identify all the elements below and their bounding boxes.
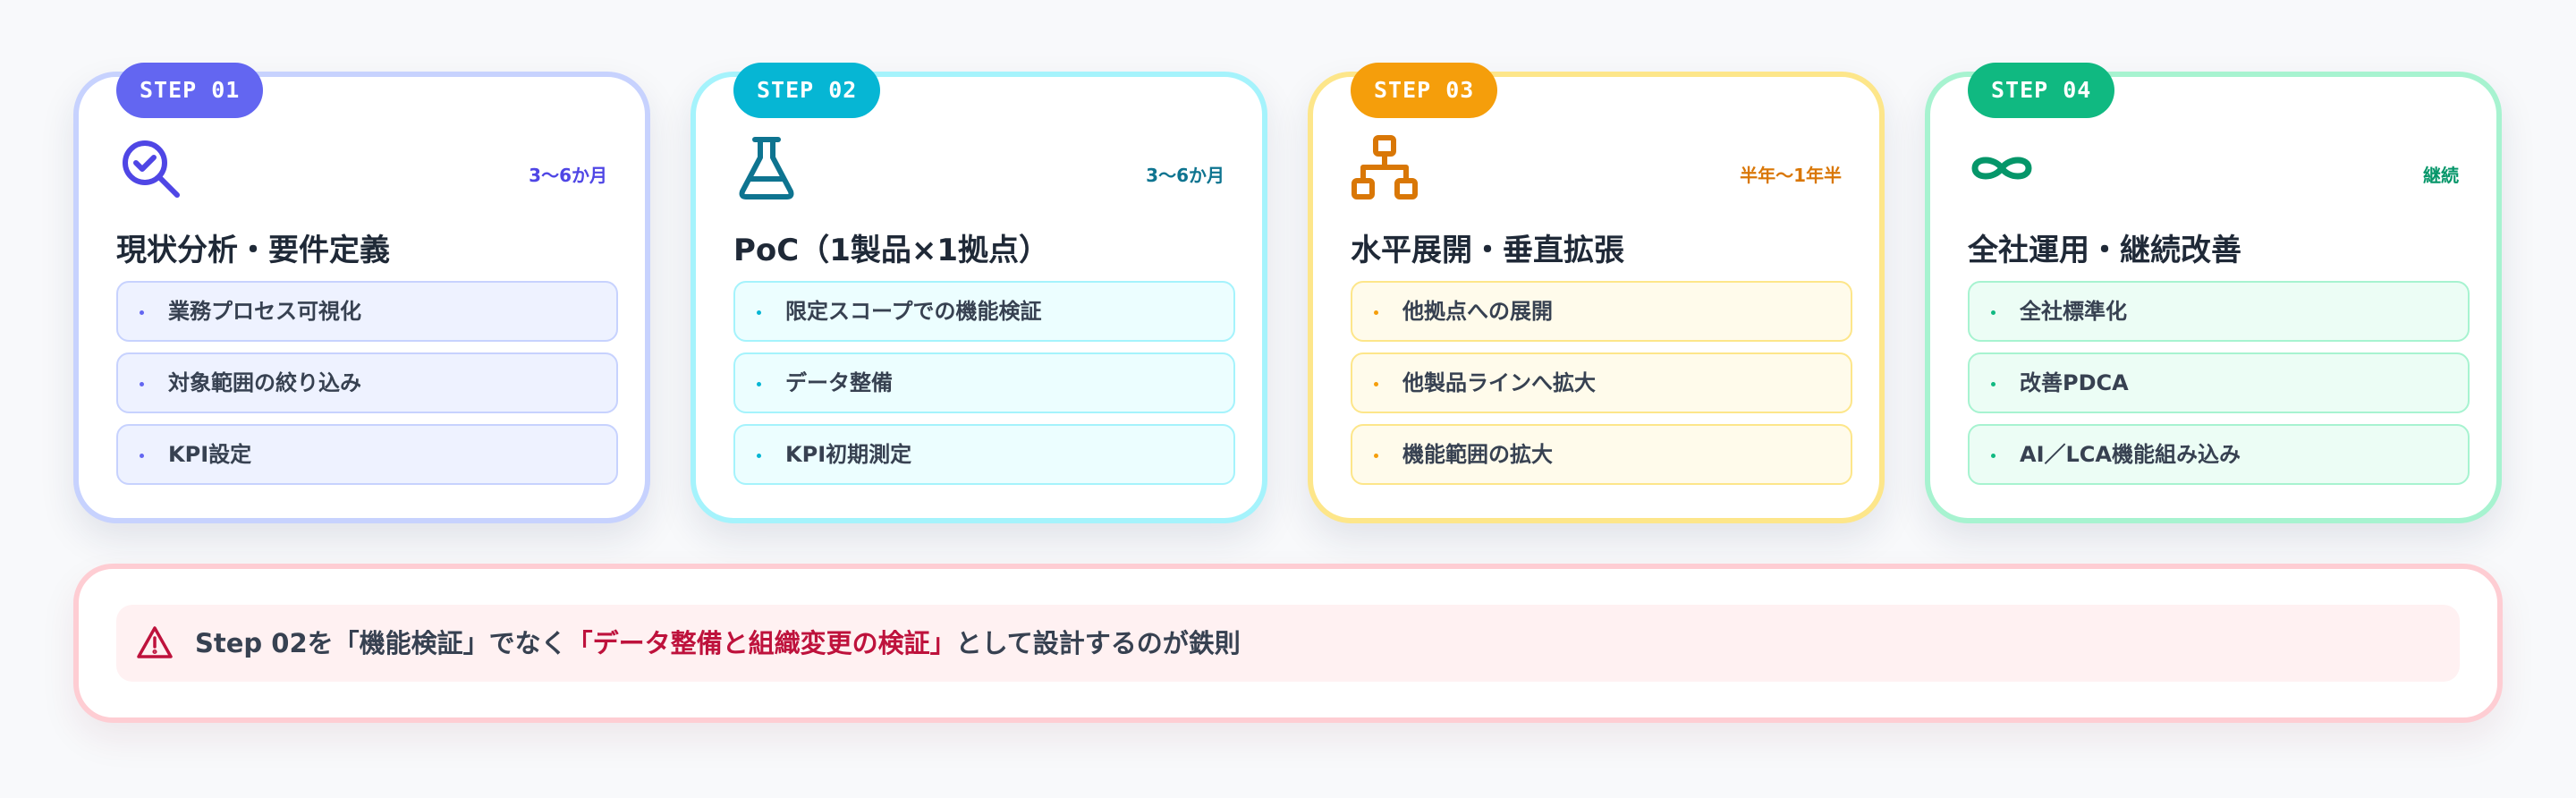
list-item: 改善PDCA: [1968, 352, 2470, 413]
list-item-label: 対象範囲の絞り込み: [168, 370, 361, 395]
step-title: 現状分析・要件定義: [116, 233, 390, 268]
bullet-icon: [1374, 382, 1378, 386]
infinity-icon: [1968, 134, 2036, 202]
bullet-icon: [140, 310, 144, 315]
list-item-label: 改善PDCA: [2020, 370, 2129, 395]
list-item-label: データ整備: [785, 370, 893, 395]
roadmap-steps: STEP 01 3〜6か月 現状分析・要件定義 業務プロセス可視化 対象範囲の絞…: [73, 63, 2503, 523]
warning-banner: Step 02を「機能検証」でなく「データ整備と組織変更の検証」として設計するの…: [116, 605, 2460, 682]
step-duration: 3〜6か月: [1146, 165, 1224, 186]
list-item: 対象範囲の絞り込み: [116, 352, 618, 413]
list-item: 機能範囲の拡大: [1351, 424, 1852, 485]
list-item-label: 機能範囲の拡大: [1402, 442, 1553, 467]
step-duration: 継続: [2423, 165, 2459, 186]
list-item-label: AI／LCA機能組み込み: [2020, 442, 2241, 467]
bullet-icon: [140, 382, 144, 386]
list-item-label: KPI初期測定: [785, 442, 912, 467]
step-title: 全社運用・継続改善: [1968, 233, 2241, 268]
list-item: AI／LCA機能組み込み: [1968, 424, 2470, 485]
warning-text: Step 02を「機能検証」でなく「データ整備と組織変更の検証」として設計するの…: [195, 605, 1241, 682]
bullet-icon: [757, 382, 761, 386]
step-badge: STEP 03: [1351, 63, 1498, 118]
bullet-icon: [1374, 310, 1378, 315]
list-item: 全社標準化: [1968, 281, 2470, 342]
step-badge: STEP 04: [1968, 63, 2115, 118]
step-items: 全社標準化 改善PDCA AI／LCA機能組み込み: [1968, 281, 2470, 496]
bullet-icon: [1991, 454, 1996, 458]
step-badge: STEP 02: [733, 63, 881, 118]
bullet-icon: [1991, 310, 1996, 315]
list-item-label: KPI設定: [168, 442, 252, 467]
list-item: 限定スコープでの機能検証: [733, 281, 1235, 342]
list-item: 業務プロセス可視化: [116, 281, 618, 342]
list-item: KPI初期測定: [733, 424, 1235, 485]
bullet-icon: [140, 454, 144, 458]
warning-text-highlight: 「データ整備と組織変更の検証」: [566, 628, 956, 658]
warning-text-suffix: として設計するのが鉄則: [955, 628, 1241, 658]
step-card-04: STEP 04 継続 全社運用・継続改善 全社標準化 改善PDCA AI／LCA…: [1925, 63, 2502, 523]
step-card-01: STEP 01 3〜6か月 現状分析・要件定義 業務プロセス可視化 対象範囲の絞…: [73, 63, 650, 523]
list-item-label: 業務プロセス可視化: [168, 299, 361, 324]
flask-icon: [733, 134, 801, 202]
hierarchy-icon: [1351, 134, 1419, 202]
list-item: 他拠点への展開: [1351, 281, 1852, 342]
step-items: 限定スコープでの機能検証 データ整備 KPI初期測定: [733, 281, 1235, 496]
list-item: KPI設定: [116, 424, 618, 485]
bullet-icon: [1991, 382, 1996, 386]
bullet-icon: [757, 310, 761, 315]
step-items: 業務プロセス可視化 対象範囲の絞り込み KPI設定: [116, 281, 618, 496]
bullet-icon: [757, 454, 761, 458]
step-card-03: STEP 03 半年〜1年半 水平展開・垂直拡張 他拠点への展開 他製品ラインへ…: [1308, 63, 1885, 523]
list-item: データ整備: [733, 352, 1235, 413]
step-badge: STEP 01: [116, 63, 264, 118]
step-duration: 3〜6か月: [529, 165, 607, 186]
bullet-icon: [1374, 454, 1378, 458]
warning-icon: [136, 624, 174, 662]
step-card-02: STEP 02 3〜6か月 PoC（1製品×1拠点） 限定スコープでの機能検証 …: [691, 63, 1267, 523]
list-item: 他製品ラインへ拡大: [1351, 352, 1852, 413]
list-item-label: 他拠点への展開: [1402, 299, 1553, 324]
warning-text-prefix: Step 02を「機能検証」でなく: [195, 628, 567, 658]
step-title: PoC（1製品×1拠点）: [733, 233, 1050, 268]
warning-callout: Step 02を「機能検証」でなく「データ整備と組織変更の検証」として設計するの…: [73, 564, 2503, 723]
step-items: 他拠点への展開 他製品ラインへ拡大 機能範囲の拡大: [1351, 281, 1852, 496]
list-item-label: 限定スコープでの機能検証: [785, 299, 1042, 324]
step-duration: 半年〜1年半: [1740, 165, 1842, 186]
search-check-icon: [116, 134, 184, 202]
list-item-label: 全社標準化: [2020, 299, 2127, 324]
list-item-label: 他製品ラインへ拡大: [1402, 370, 1596, 395]
step-title: 水平展開・垂直拡張: [1351, 233, 1624, 268]
